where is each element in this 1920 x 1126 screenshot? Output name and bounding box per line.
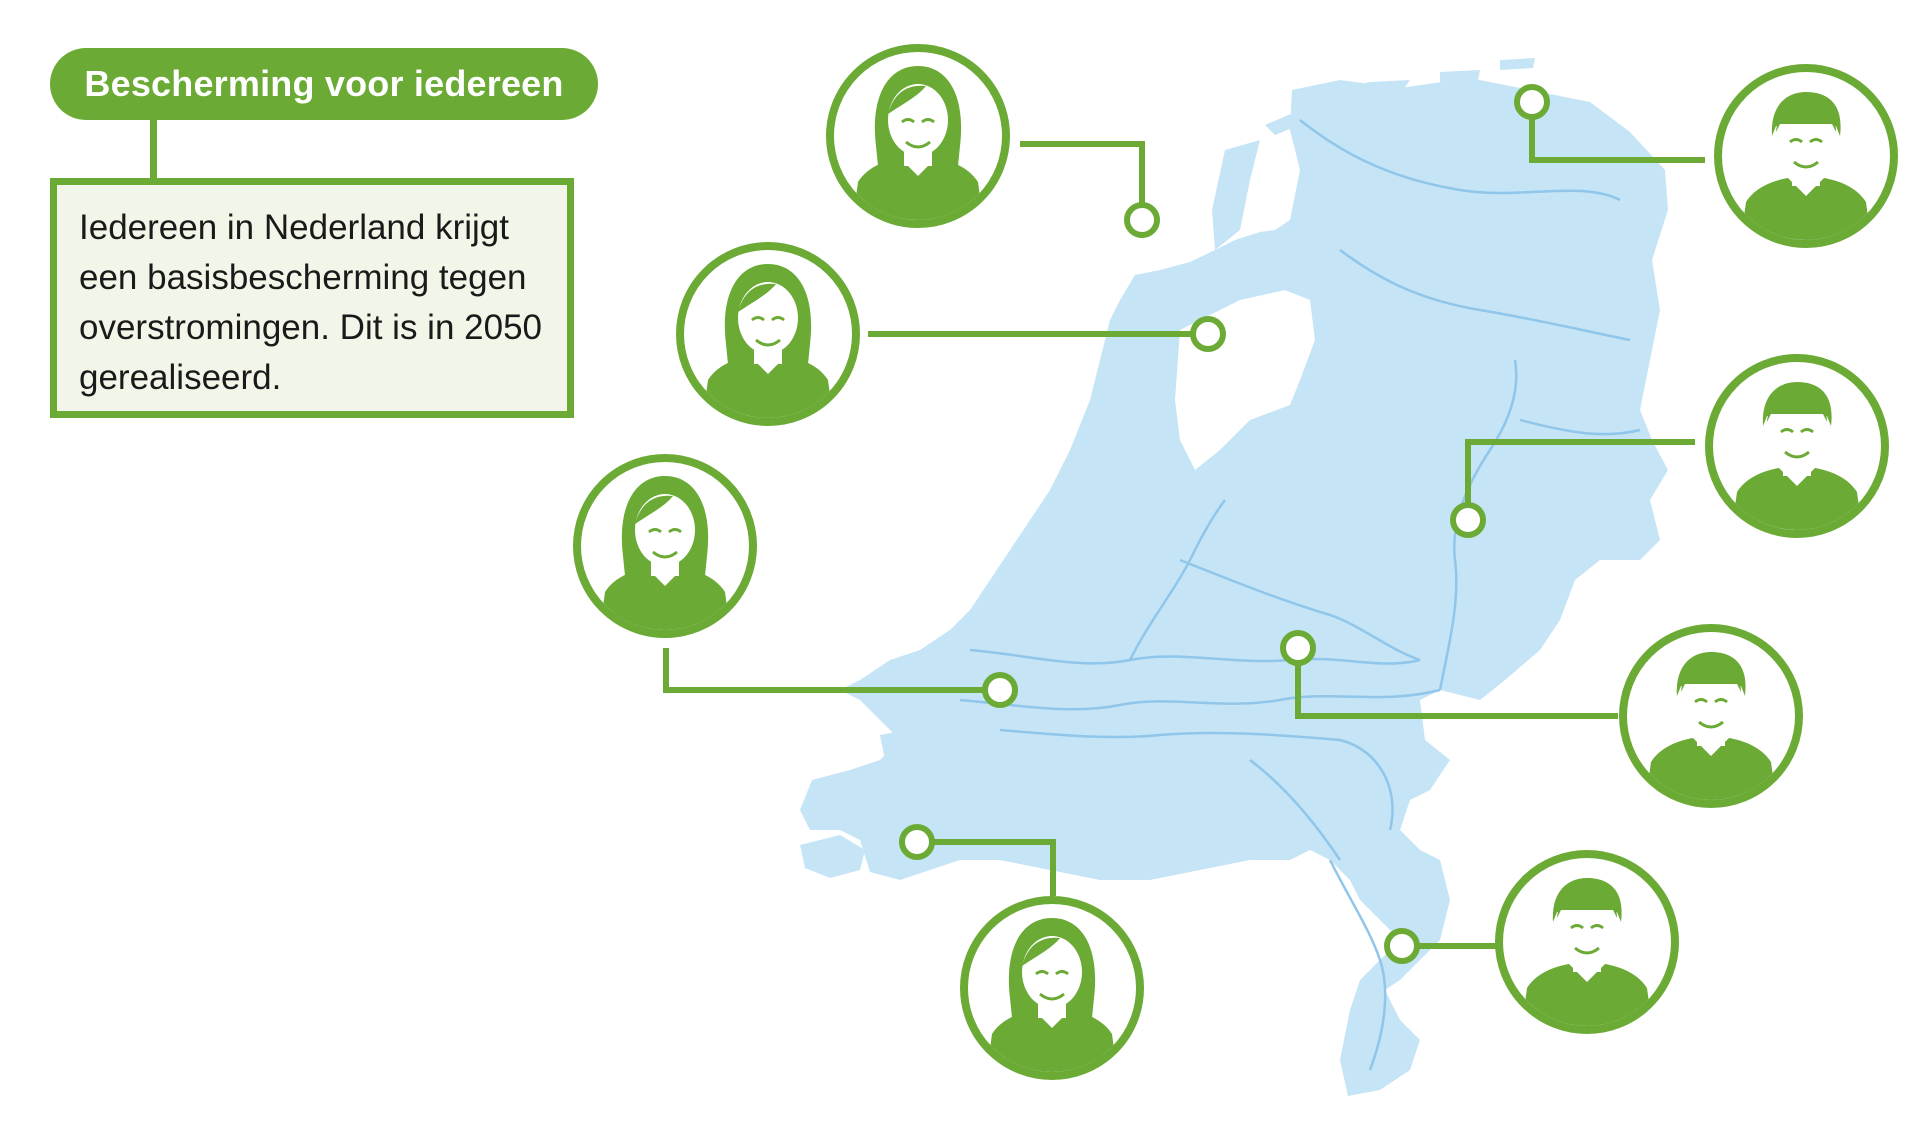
- location-marker: [1514, 84, 1550, 120]
- zeeland-island-north: [880, 725, 985, 770]
- location-marker: [1190, 316, 1226, 352]
- location-marker: [1280, 630, 1316, 666]
- location-marker: [1384, 928, 1420, 964]
- wadden-island-schiermonnikoog: [1500, 58, 1535, 70]
- zeeland-island-walcheren: [800, 835, 865, 878]
- wadden-island-ameland: [1440, 70, 1480, 82]
- man-avatar-icon: [1714, 64, 1898, 248]
- flevoland-polder: [1205, 405, 1378, 530]
- woman-avatar-icon: [826, 44, 1010, 228]
- person-avatars: [573, 44, 1898, 1080]
- wadden-island-texel: [1212, 140, 1260, 250]
- woman-avatar-icon: [676, 242, 860, 426]
- info-text: Iedereen in Nederland krijgt een basisbe…: [79, 208, 542, 397]
- title-pill: Bescherming voor iedereen: [50, 48, 598, 120]
- title-connector: [150, 118, 157, 180]
- info-box: Iedereen in Nederland krijgt een basisbe…: [50, 178, 574, 418]
- zeeland-island-middle: [820, 780, 910, 822]
- wadden-island-terschelling: [1330, 80, 1410, 100]
- location-marker: [1124, 202, 1160, 238]
- woman-avatar-icon: [573, 454, 757, 638]
- connector-lines: [663, 102, 1705, 949]
- location-markers: [899, 84, 1550, 964]
- man-avatar-icon: [1705, 354, 1889, 538]
- woman-avatar-icon: [960, 896, 1144, 1080]
- location-marker: [1450, 502, 1486, 538]
- man-avatar-icon: [1619, 624, 1803, 808]
- location-marker: [899, 824, 935, 860]
- wadden-island-vlieland: [1265, 108, 1320, 135]
- page-title: Bescherming voor iedereen: [84, 63, 564, 104]
- man-avatar-icon: [1495, 850, 1679, 1034]
- location-marker: [982, 672, 1018, 708]
